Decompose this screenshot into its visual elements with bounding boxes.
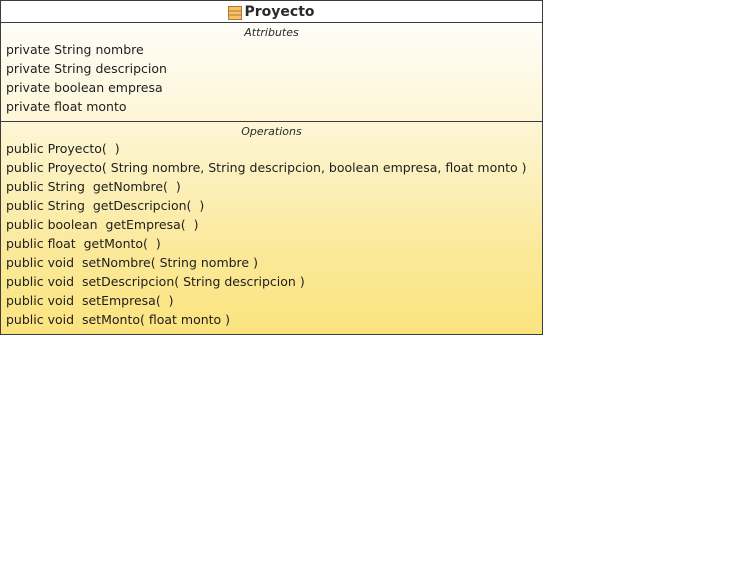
attributes-compartment: Attributes private String nombre private… bbox=[1, 23, 542, 122]
class-name: Proyecto bbox=[244, 3, 315, 20]
operations-compartment: Operations public Proyecto( ) public Pro… bbox=[1, 122, 542, 329]
operation-row[interactable]: public void setMonto( float monto ) bbox=[6, 312, 231, 327]
operation-row[interactable]: public void setNombre( String nombre ) bbox=[6, 255, 258, 270]
uml-class-box[interactable]: Proyecto Attributes private String nombr… bbox=[0, 0, 543, 335]
operation-row[interactable]: public String getDescripcion( ) bbox=[6, 198, 205, 213]
attribute-row[interactable]: private String nombre bbox=[6, 42, 144, 57]
attribute-row[interactable]: private String descripcion bbox=[6, 61, 167, 76]
operations-title: Operations bbox=[241, 125, 302, 138]
operation-row[interactable]: public String getNombre( ) bbox=[6, 179, 181, 194]
class-icon bbox=[228, 5, 243, 20]
operation-row[interactable]: public Proyecto( String nombre, String d… bbox=[6, 160, 527, 175]
attributes-title: Attributes bbox=[244, 26, 299, 39]
attribute-row[interactable]: private float monto bbox=[6, 99, 127, 114]
operation-row[interactable]: public void setDescripcion( String descr… bbox=[6, 274, 305, 289]
operation-row[interactable]: public float getMonto( ) bbox=[6, 236, 161, 251]
operation-row[interactable]: public void setEmpresa( ) bbox=[6, 293, 174, 308]
class-header: Proyecto bbox=[1, 1, 542, 23]
attribute-row[interactable]: private boolean empresa bbox=[6, 80, 163, 95]
operation-row[interactable]: public Proyecto( ) bbox=[6, 141, 120, 156]
operation-row[interactable]: public boolean getEmpresa( ) bbox=[6, 217, 199, 232]
